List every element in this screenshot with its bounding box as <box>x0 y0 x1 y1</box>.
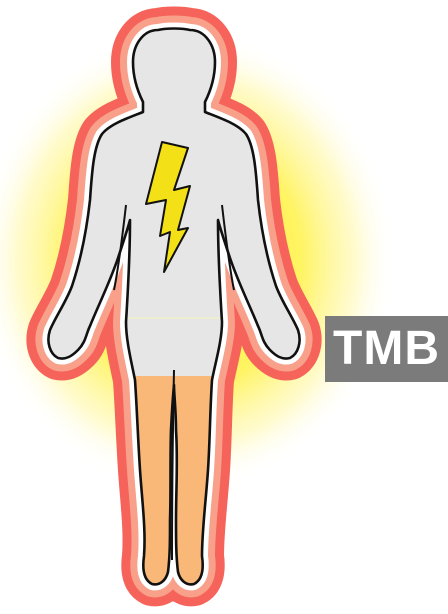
tmb-label: TMB <box>325 316 448 382</box>
